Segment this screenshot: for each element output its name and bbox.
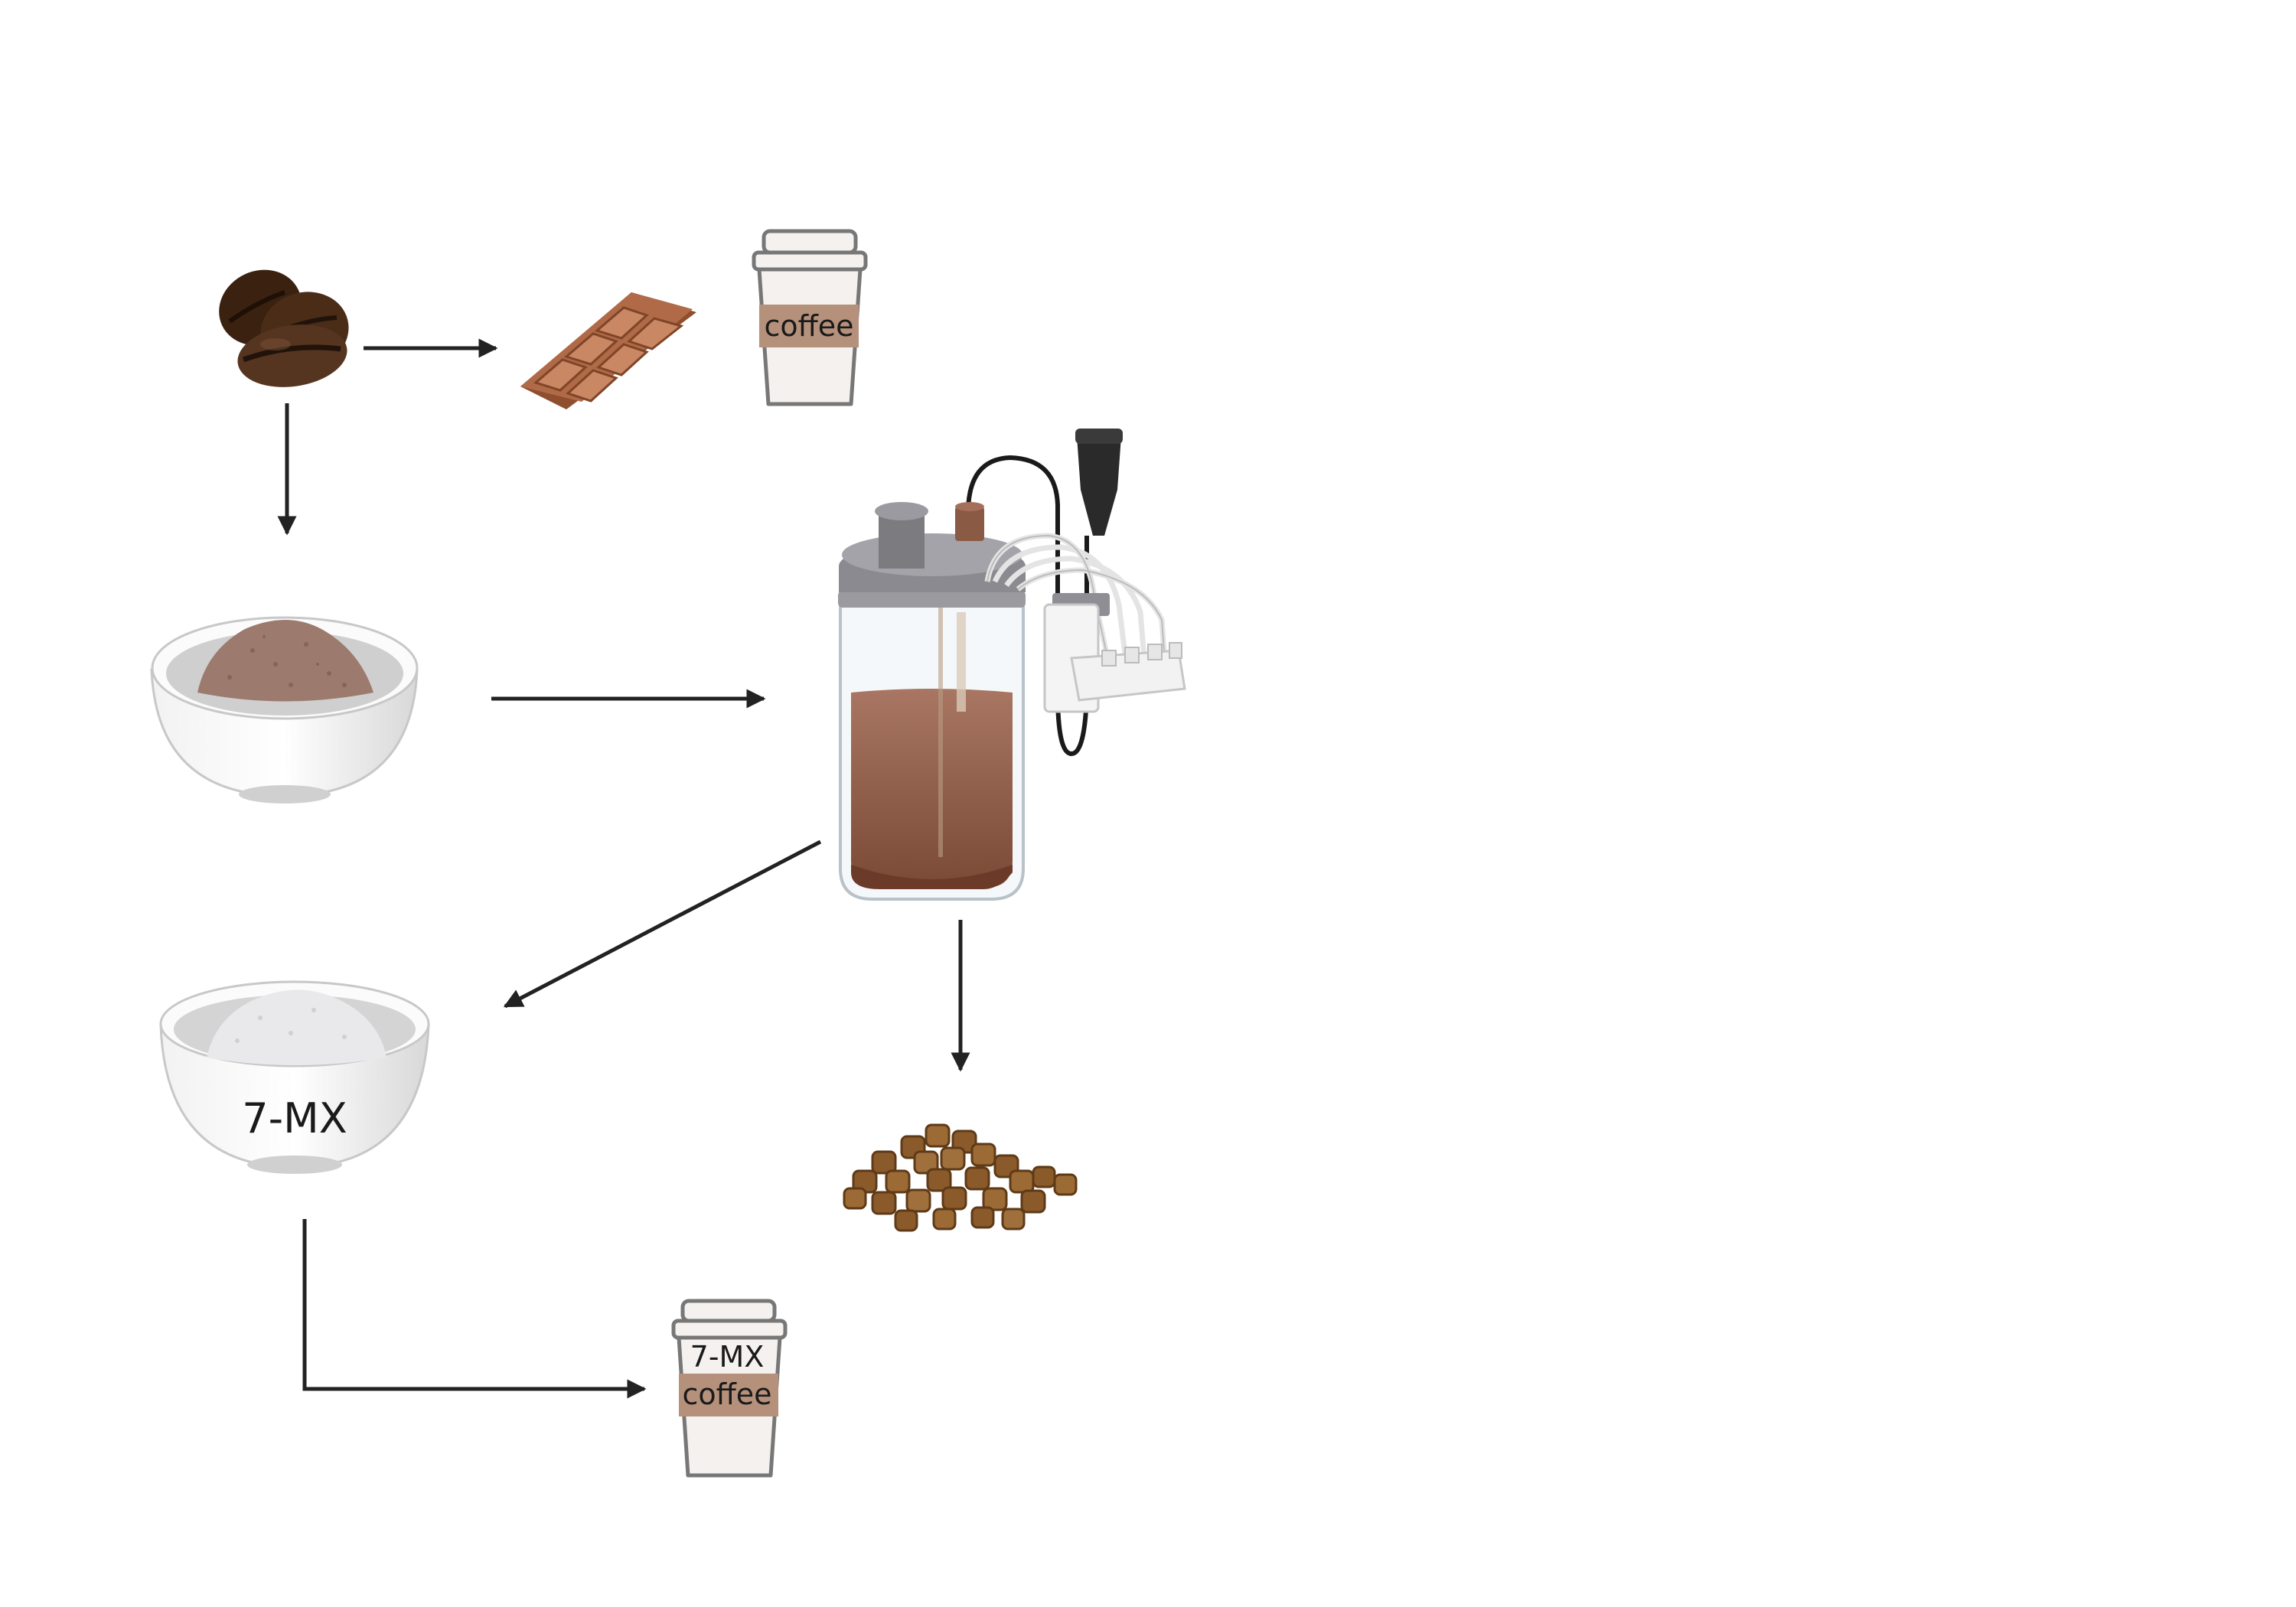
coffee-cup-icon: 7-MX coffee (671, 1299, 788, 1478)
cup-label-bottom-line1: 7-MX (690, 1340, 765, 1374)
coffee-cup-icon: coffee (752, 229, 868, 406)
arrow-7mx-to-cup (302, 1219, 647, 1399)
cocoa-powder-bowl-icon (150, 616, 419, 804)
cup-label-bottom-line2: coffee (682, 1377, 771, 1411)
pellets-pile-icon (843, 1123, 1078, 1232)
arrow-bioreactor-to-7mx (503, 839, 822, 1009)
arrows (277, 338, 970, 1399)
white-powder-bowl-icon: 7-MX (159, 980, 430, 1174)
coffee-beans-icon (219, 269, 349, 387)
bowl-label-7mx: 7-MX (242, 1094, 347, 1143)
chocolate-bar-icon (520, 292, 696, 409)
bioreactor-icon (838, 429, 1186, 901)
cup-label-top: coffee (764, 309, 853, 343)
